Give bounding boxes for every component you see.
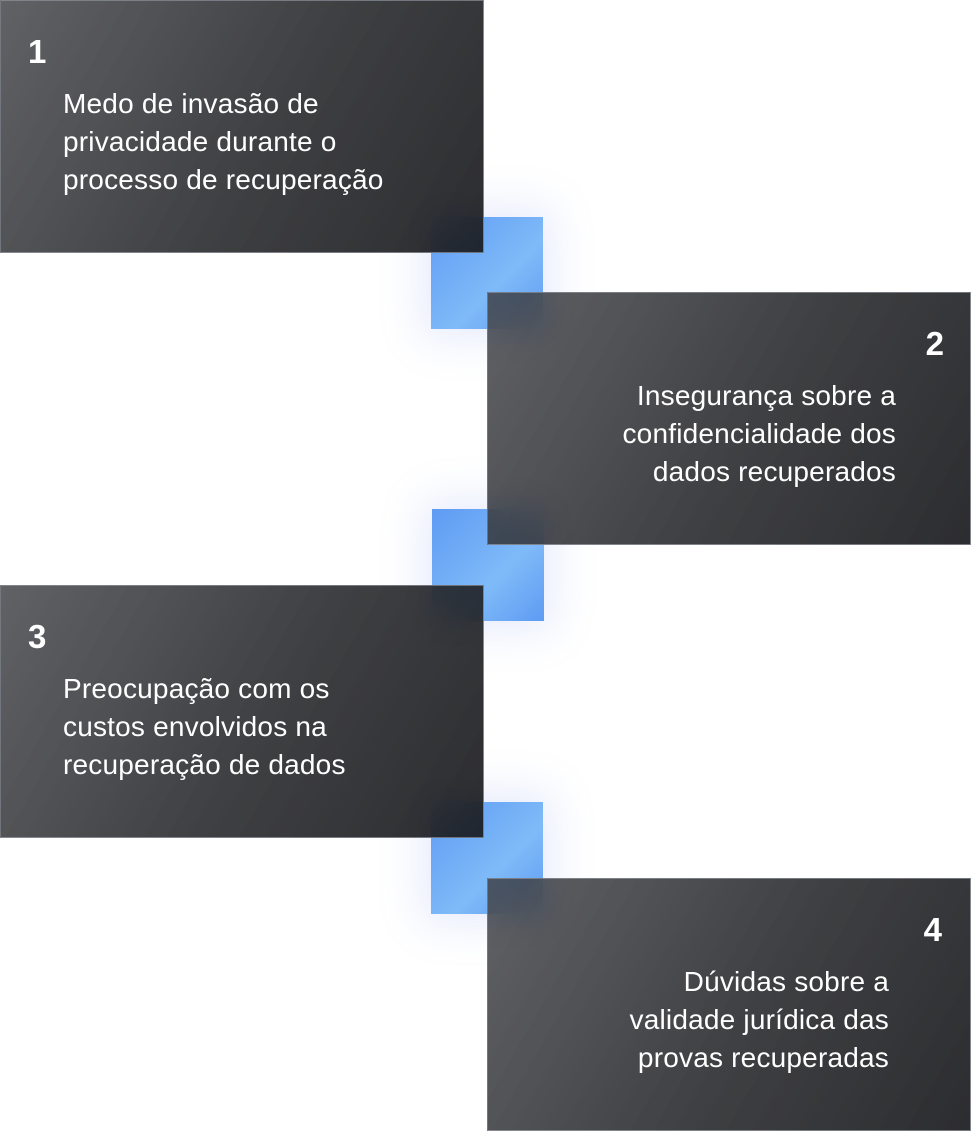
step-number: 4 <box>923 911 942 948</box>
step-card-1: 1 Medo de invasão de privacidade durante… <box>0 0 484 253</box>
step-text: Dúvidas sobre a validade jurídica das pr… <box>629 966 889 1073</box>
step-text: Insegurança sobre a confidencialidade do… <box>622 380 896 487</box>
step-text: Preocupação com os custos envolvidos na … <box>63 673 346 780</box>
step-number: 2 <box>925 325 944 362</box>
step-number: 1 <box>28 33 47 70</box>
step-card-2: 2 Insegurança sobre a confidencialidade … <box>487 292 971 545</box>
step-text: Medo de invasão de privacidade durante o… <box>63 88 384 195</box>
step-card-4: 4 Dúvidas sobre a validade jurídica das … <box>487 878 971 1131</box>
step-number: 3 <box>28 618 47 655</box>
step-card-3: 3 Preocupação com os custos envolvidos n… <box>0 585 484 838</box>
